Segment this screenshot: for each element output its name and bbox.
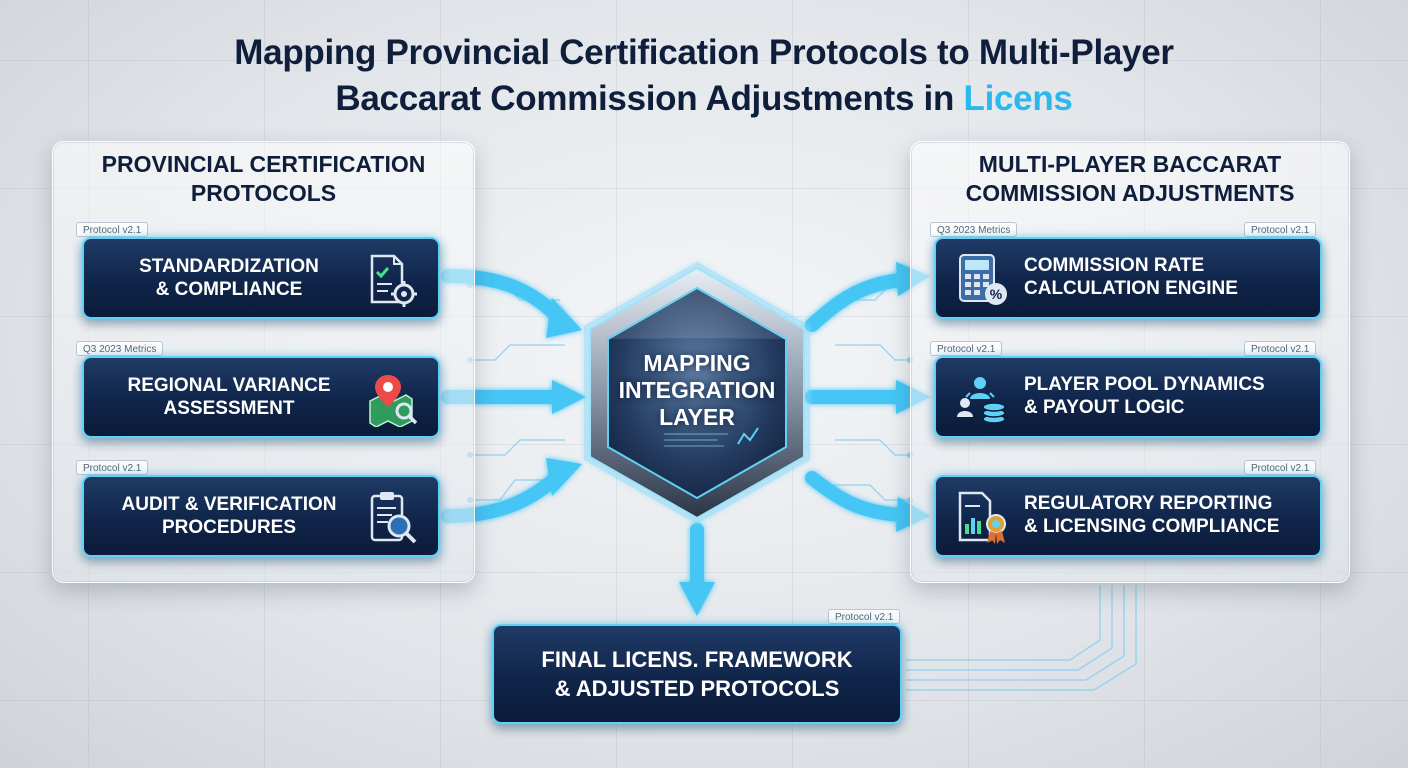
users-coins-icon [956, 371, 1008, 427]
title-highlight: Licens [963, 79, 1073, 118]
calculator-percent-icon: % [956, 252, 1008, 308]
svg-text:%: % [990, 286, 1003, 302]
left-item-audit-verification[interactable]: AUDIT & VERIFICATION PROCEDURES [82, 475, 440, 557]
final-label: FINAL LICENS. FRAMEWORK & ADJUSTED PROTO… [541, 647, 853, 701]
hexagon-core-icon [584, 262, 810, 524]
final-tag: Protocol v2.1 [828, 609, 901, 624]
right-item-player-pool[interactable]: PLAYER POOL DYNAMICS & PAYOUT LOGIC [934, 356, 1322, 438]
right-item-1-tag-right: Protocol v2.1 [1244, 222, 1317, 237]
title-line-2: Baccarat Commission Adjustments in Licen… [0, 76, 1408, 122]
right-item-2-tag-right: Protocol v2.1 [1244, 341, 1317, 356]
page-title: Mapping Provincial Certification Protoco… [0, 30, 1408, 122]
right-item-commission-rate[interactable]: % COMMISSION RATE CALCULATION ENGINE [934, 237, 1322, 319]
left-item-1-label: STANDARDIZATION & COMPLIANCE [139, 256, 319, 300]
right-item-regulatory-reporting[interactable]: REGULATORY REPORTING & LICENSING COMPLIA… [934, 475, 1322, 557]
right-item-3-label: REGULATORY REPORTING & LICENSING COMPLIA… [1024, 493, 1280, 537]
right-item-2-tag-left: Protocol v2.1 [930, 341, 1003, 356]
left-panel-title: PROVINCIAL CERTIFICATION PROTOCOLS [101, 151, 426, 206]
center-label: MAPPING INTEGRATION LAYER [618, 350, 776, 430]
right-item-3-tag-right: Protocol v2.1 [1244, 460, 1317, 475]
left-item-regional-variance[interactable]: REGIONAL VARIANCE ASSESSMENT [82, 356, 440, 438]
report-badge-icon [956, 490, 1008, 546]
right-item-1-label: COMMISSION RATE CALCULATION ENGINE [1024, 255, 1238, 299]
map-pin-icon [366, 371, 418, 427]
left-item-standardization[interactable]: STANDARDIZATION & COMPLIANCE [82, 237, 440, 319]
checklist-gear-icon [366, 252, 418, 308]
title-line-2-text: Baccarat Commission Adjustments in [335, 79, 964, 118]
left-item-2-label: REGIONAL VARIANCE ASSESSMENT [127, 375, 331, 419]
clipboard-magnifier-icon [366, 490, 418, 546]
right-item-1-tag-left: Q3 2023 Metrics [930, 222, 1018, 237]
right-item-2-label: PLAYER POOL DYNAMICS & PAYOUT LOGIC [1024, 374, 1265, 418]
arrow-right-1 [805, 273, 907, 332]
mapping-integration-layer[interactable]: MAPPING INTEGRATION LAYER [578, 258, 816, 528]
left-item-2-tag: Q3 2023 Metrics [76, 341, 164, 356]
title-line-1: Mapping Provincial Certification Protoco… [234, 33, 1174, 72]
left-item-3-tag: Protocol v2.1 [76, 460, 149, 475]
arrow-right-3 [805, 471, 907, 522]
final-framework[interactable]: FINAL LICENS. FRAMEWORK & ADJUSTED PROTO… [492, 624, 902, 724]
circuit-traces [470, 284, 1137, 691]
right-panel-title: MULTI-PLAYER BACCARAT COMMISSION ADJUSTM… [965, 151, 1295, 206]
left-item-1-tag: Protocol v2.1 [76, 222, 149, 237]
left-item-3-label: AUDIT & VERIFICATION PROCEDURES [121, 494, 337, 538]
